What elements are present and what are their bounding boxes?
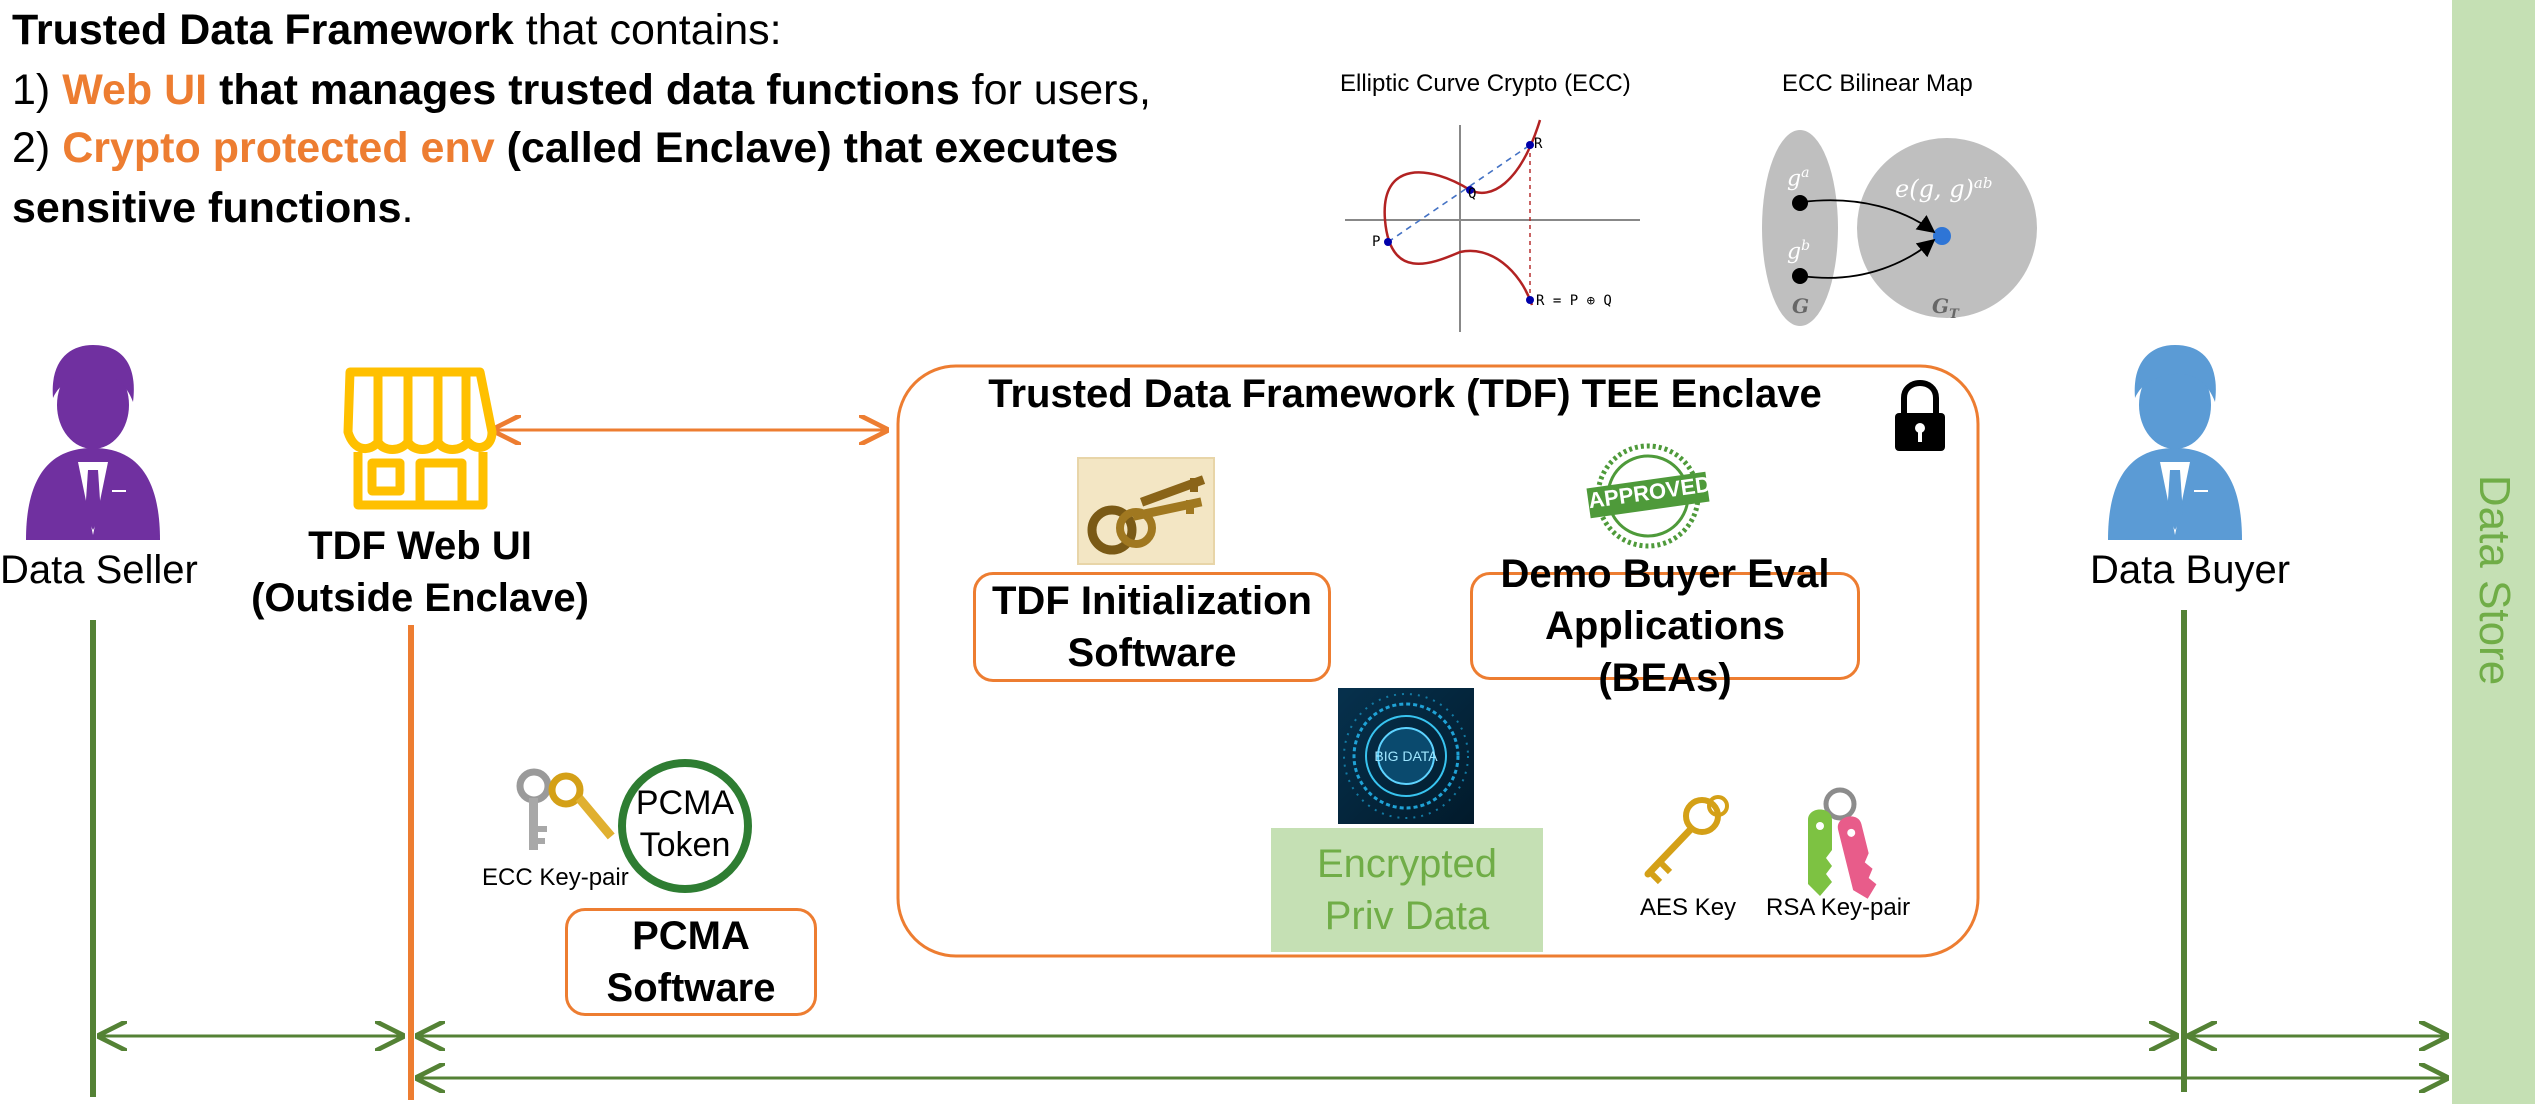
label-gb: gb: [1787, 238, 1811, 265]
demo-buyer-eval-box: Demo Buyer Eval Applications (BEAs): [1470, 552, 1860, 700]
ecc-keypair-icon: [516, 768, 615, 850]
rsa-keypair-icon: [1808, 787, 1877, 899]
aes-key-label: AES Key: [1640, 894, 1737, 921]
data-seller-person-icon: [26, 345, 160, 540]
header-line-4: sensitive functions.: [12, 184, 414, 232]
ecc-curve-diagram: [1345, 119, 1640, 332]
ecc-title: Elliptic Curve Crypto (ECC): [1340, 70, 1631, 97]
ecc-keypair-label: ECC Key-pair: [482, 864, 629, 891]
tdf-initialization-box: TDF Initialization Software: [973, 572, 1331, 682]
ecc-label-r: R: [1534, 136, 1543, 152]
bilinear-title: ECC Bilinear Map: [1782, 70, 1973, 97]
ecc-label-q: Q: [1468, 186, 1477, 202]
point-ga: [1792, 195, 1808, 211]
label-pairing: e(g, g)ab: [1895, 174, 1993, 203]
big-data-label: BIG DATA: [1374, 748, 1438, 764]
encrypted-priv-data-box: [1271, 828, 1543, 952]
gold-keys-image: [1077, 457, 1215, 565]
point-gb: [1792, 268, 1808, 284]
ecc-point-r-neg: [1526, 141, 1534, 149]
data-buyer-label: Data Buyer: [2089, 548, 2291, 592]
ecc-label-sum: R = P ⊕ Q: [1536, 293, 1612, 309]
enclave-box: [896, 364, 1980, 958]
header-line-2: 1) Web UI that manages trusted data func…: [12, 66, 1151, 114]
ecc-secant-line: [1387, 144, 1531, 243]
enclave-title: Trusted Data Framework (TDF) TEE Enclave: [988, 372, 1822, 416]
header-line-1: Trusted Data Framework that contains:: [12, 6, 782, 54]
data-store-bar: [2452, 0, 2535, 1104]
encrypted-priv-data-label: Encrypted Priv Data: [1316, 842, 1498, 938]
aes-key-icon: [1644, 795, 1729, 885]
group-gt-ellipse: [1857, 138, 2037, 318]
ecc-label-p: P: [1372, 234, 1381, 250]
ecc-point-p: [1384, 238, 1392, 246]
pcma-software-box: PCMA Software: [565, 908, 817, 1016]
label-group-gt: GT: [1932, 294, 1959, 322]
header-line-3: 2) Crypto protected env (called Enclave)…: [12, 124, 1119, 172]
bilinear-map-diagram: [1762, 130, 2037, 326]
pcma-token-label: PCMA Token: [635, 784, 735, 864]
arrow-gb-pairing: [1801, 238, 1936, 279]
padlock-icon: [1895, 380, 1945, 451]
data-seller-label: Data Seller: [0, 548, 198, 592]
ecc-point-q: [1466, 186, 1474, 194]
approved-stamp-image: [1586, 442, 1710, 554]
label-ga: ga: [1787, 165, 1810, 192]
ecc-curve: [1383, 119, 1542, 306]
storefront-icon: [343, 367, 497, 510]
arrow-ga-pairing: [1801, 199, 1936, 234]
data-buyer-person-icon: [2108, 345, 2242, 540]
big-data-image: [1338, 688, 1474, 824]
webui-label: TDF Web UI (Outside Enclave): [251, 524, 589, 620]
point-pairing: [1933, 227, 1951, 245]
rsa-keypair-label: RSA Key-pair: [1766, 894, 1911, 921]
label-group-g: G: [1792, 294, 1810, 318]
pcma-token-circle: [618, 759, 752, 893]
ecc-point-r: [1526, 296, 1534, 304]
